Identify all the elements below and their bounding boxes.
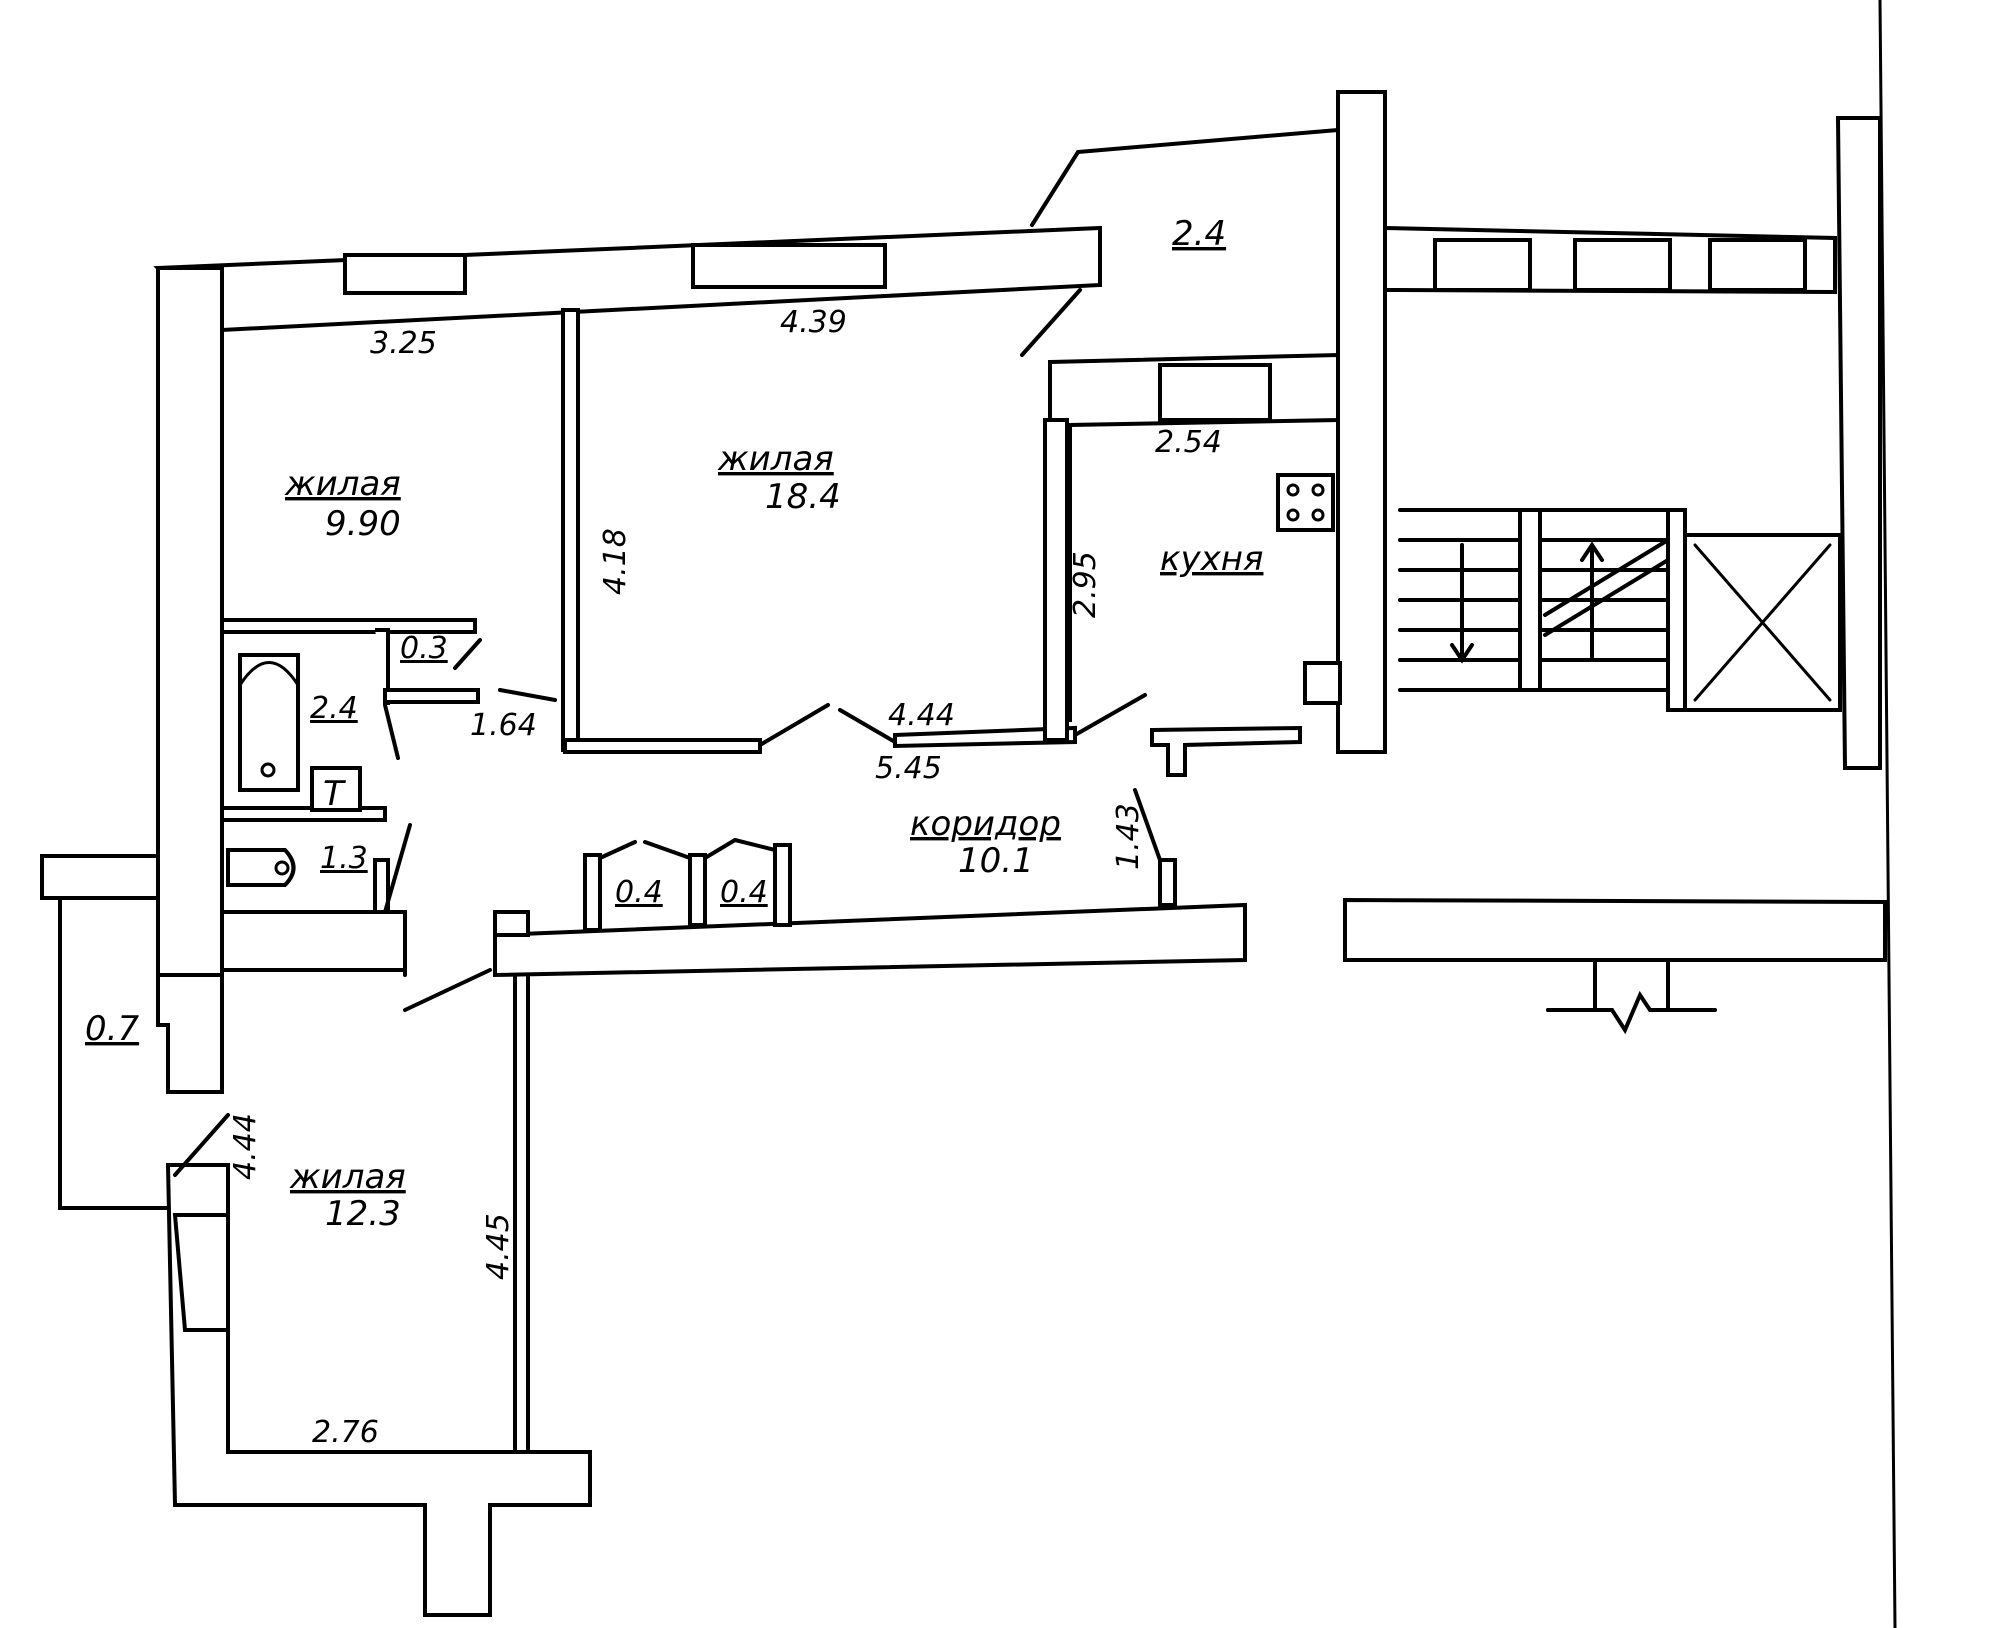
kitchen-depth: 2.95: [1068, 551, 1103, 618]
windows: [343, 238, 1807, 422]
living-2-width: 4.39: [780, 305, 847, 340]
wc-area: 1.3: [320, 841, 368, 876]
loggia-area: 2.4: [1172, 214, 1226, 254]
kitchen-label: кухня: [1160, 539, 1263, 579]
corridor-label: коридор: [910, 804, 1061, 844]
living-2-label: жилая: [717, 439, 834, 479]
heater-icon: [1303, 661, 1342, 705]
living-1-area: 9.90: [325, 504, 401, 544]
stairwell: [1398, 508, 1842, 712]
living-3-width: 2.76: [312, 1415, 379, 1450]
living-3-area: 12.3: [325, 1194, 401, 1234]
living-3-label: жилая: [289, 1157, 406, 1197]
living-1-label: жилая: [284, 464, 401, 504]
arrow-down-icon: [1450, 543, 1474, 664]
corridor-area: 10.1: [958, 841, 1034, 881]
corridor-length: 5.45: [875, 751, 942, 786]
kitchen-width: 2.54: [1155, 425, 1222, 460]
living-2-depth: 4.18: [598, 528, 633, 595]
closet-2-area: 0.4: [615, 875, 663, 910]
bathtub-icon: [238, 653, 300, 792]
interior-partitions: [220, 308, 1302, 972]
closet-3-area: 0.4: [720, 875, 768, 910]
fixtures: Т: [226, 473, 1342, 887]
doors: [173, 638, 1162, 1177]
living-3-door-width: 4.44: [228, 1113, 263, 1180]
corridor-end: 1.43: [1111, 803, 1146, 870]
elevator-icon: [1693, 543, 1832, 702]
stove-icon: [1276, 473, 1335, 532]
living-3-depth: 4.45: [481, 1213, 516, 1280]
toilet-mark: Т: [323, 774, 346, 814]
living-2-area: 18.4: [765, 477, 841, 517]
arrow-up-icon: [1580, 541, 1604, 662]
sink-icon: [226, 848, 296, 887]
balcony-area: 0.7: [85, 1009, 139, 1049]
living-1-width: 3.25: [370, 326, 437, 361]
living-2-door-width: 4.44: [888, 698, 955, 733]
closet-area: 0.3: [400, 631, 448, 666]
hall-width: 1.64: [470, 708, 537, 743]
bath-area: 2.4: [310, 691, 358, 726]
